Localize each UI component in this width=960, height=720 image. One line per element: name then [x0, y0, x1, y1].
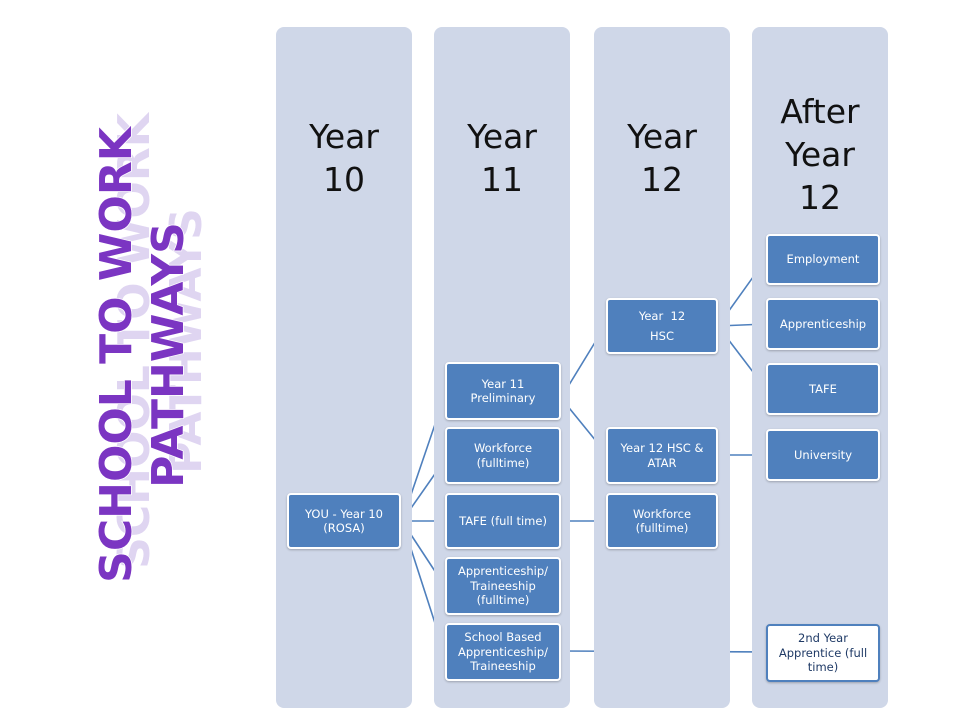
side-title-reflection-line-2: PATHWAYS — [161, 208, 212, 474]
node-label: Apprentice (full — [778, 645, 868, 660]
side-title-line-2: PATHWAYS — [143, 222, 194, 488]
column-title-line: 10 — [323, 160, 365, 199]
column-title-line: Year — [785, 135, 855, 174]
node-label: time) — [807, 660, 839, 675]
node-workforce-year-11: Workforce (fulltime) — [445, 427, 561, 484]
node-label: Preliminary — [470, 391, 536, 405]
node-university: University — [766, 429, 880, 481]
node-label: ATAR — [647, 455, 677, 470]
node-tafe-after: TAFE — [766, 363, 880, 415]
node-year-12-hsc: Year 12 HSC — [606, 298, 718, 354]
column-title-line: 12 — [799, 178, 841, 217]
node-apprenticeship-after: Apprenticeship — [766, 298, 880, 350]
node-label: Apprenticeship/ — [457, 644, 549, 659]
node-label: Year 12 HSC & — [620, 441, 704, 455]
node-label: HSC — [650, 329, 674, 343]
column-title-line: Year — [467, 117, 537, 156]
node-label: 2nd Year — [798, 631, 848, 646]
node-label: Year 11 — [481, 376, 525, 391]
node-label: Traineeship — [470, 659, 536, 674]
node-label: (fulltime) — [476, 593, 530, 608]
node-label: Traineeship — [470, 578, 536, 593]
column-title-line: After — [780, 92, 860, 131]
node-label: (fulltime) — [635, 521, 689, 535]
column-title-line: 12 — [641, 160, 683, 199]
node-label: TAFE (full time) — [459, 513, 547, 528]
side-title-graphic: SCHOOL TO WORK PATHWAYS SCHOOL TO WORK P… — [90, 111, 212, 583]
node-year-11-preliminary: Year 11 Preliminary — [445, 362, 561, 420]
column-title-line: Year — [309, 117, 379, 156]
node-employment: Employment — [766, 234, 880, 285]
column-title: Year 12 — [594, 115, 730, 201]
column-title-line: 11 — [481, 160, 523, 199]
node-tafe-full-time: TAFE (full time) — [445, 493, 561, 549]
side-title-reflection-line-1: SCHOOL TO WORK — [109, 111, 160, 569]
side-title: SCHOOL TO WORK PATHWAYS SCHOOL TO WORK P… — [45, 111, 225, 583]
node-label: Apprenticeship/ — [457, 564, 549, 579]
node-label: Year 12 — [638, 308, 686, 323]
node-label: Workforce — [632, 506, 692, 521]
node-workforce-year-12: Workforce (fulltime) — [606, 493, 718, 549]
column-title: After Year 12 — [752, 90, 888, 219]
column-year-12: Year 12 — [594, 27, 730, 708]
node-label: Employment — [786, 252, 860, 267]
node-label: YOU - Year 10 — [305, 506, 383, 521]
node-apprenticeship-traineeship: Apprenticeship/ Traineeship (fulltime) — [445, 557, 561, 615]
column-title: Year 10 — [276, 115, 412, 201]
node-2nd-year-apprentice: 2nd Year Apprentice (full time) — [766, 624, 880, 682]
node-label: (fulltime) — [476, 455, 530, 470]
column-title: Year 11 — [434, 115, 570, 201]
node-label: TAFE — [809, 381, 837, 396]
node-label: University — [793, 447, 852, 462]
column-year-10: Year 10 — [276, 27, 412, 708]
node-label: School Based — [464, 630, 542, 645]
side-title-line-1: SCHOOL TO WORK — [91, 125, 142, 583]
node-label: Apprenticeship — [779, 316, 867, 331]
node-label: Workforce — [473, 441, 533, 455]
node-year-12-hsc-atar: Year 12 HSC & ATAR — [606, 427, 718, 484]
node-you-year-10: YOU - Year 10 (ROSA) — [287, 493, 401, 549]
node-school-based-apprenticeship: School Based Apprenticeship/ Traineeship — [445, 623, 561, 681]
column-title-line: Year — [627, 117, 697, 156]
node-label: (ROSA) — [323, 521, 365, 535]
